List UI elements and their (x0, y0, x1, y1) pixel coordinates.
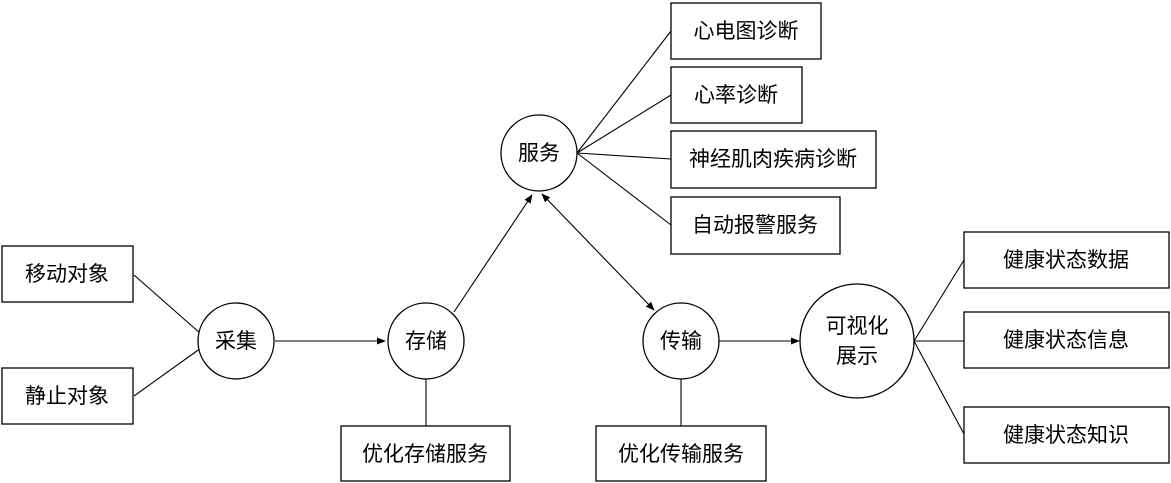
edge-moving-to-collect (133, 274, 202, 335)
node-collect: 采集 (197, 302, 275, 380)
ecg-diagnosis-label: 心电图诊断 (694, 19, 799, 43)
visual-label-line2: 展示 (836, 344, 878, 368)
node-visual-display: 可视化 展示 (799, 283, 915, 399)
node-transmission: 传输 (642, 302, 720, 380)
optimize-transmission-label: 优化传输服务 (618, 442, 744, 466)
health-knowledge-label: 健康状态知识 (1003, 423, 1129, 447)
edge-service-to-alarm (576, 152, 672, 226)
auto-alarm-service-label: 自动报警服务 (692, 213, 818, 237)
visual-label-line1: 可视化 (826, 314, 889, 338)
box-health-knowledge: 健康状态知识 (963, 406, 1170, 464)
edge-service-to-ecg (576, 30, 672, 154)
edge-service-to-neuromuscular (576, 152, 672, 160)
box-ecg-diagnosis: 心电图诊断 (670, 2, 822, 60)
edge-service-to-transmission (541, 193, 655, 311)
service-label: 服务 (518, 141, 560, 165)
edge-static-to-collect (133, 347, 202, 397)
edge-storage-to-service (453, 194, 533, 313)
transmission-label: 传输 (660, 329, 702, 353)
box-optimize-storage: 优化存储服务 (340, 425, 511, 482)
box-auto-alarm-service: 自动报警服务 (670, 196, 841, 255)
health-info-label: 健康状态信息 (1003, 328, 1129, 352)
neuromuscular-diagnosis-label: 神经肌肉疾病诊断 (689, 147, 857, 171)
collect-label: 采集 (215, 329, 257, 353)
box-health-data: 健康状态数据 (963, 231, 1170, 289)
edge-service-to-heart-rate (576, 94, 672, 154)
box-static-object: 静止对象 (1, 367, 134, 425)
node-service: 服务 (500, 114, 578, 192)
storage-label: 存储 (405, 329, 447, 353)
moving-object-label: 移动对象 (25, 262, 109, 286)
box-heart-rate-diagnosis: 心率诊断 (670, 66, 803, 124)
box-health-info: 健康状态信息 (963, 311, 1170, 369)
optimize-storage-label: 优化存储服务 (362, 442, 488, 466)
edge-visual-to-health-knowledge (913, 340, 965, 435)
heart-rate-diagnosis-label: 心率诊断 (694, 83, 778, 107)
health-data-label: 健康状态数据 (1003, 248, 1129, 272)
edge-visual-to-health-data (913, 259, 965, 342)
node-storage: 存储 (387, 302, 465, 380)
box-neuromuscular-diagnosis: 神经肌肉疾病诊断 (670, 130, 877, 189)
static-object-label: 静止对象 (25, 384, 109, 408)
box-optimize-transmission: 优化传输服务 (595, 425, 767, 482)
box-moving-object: 移动对象 (1, 245, 134, 303)
